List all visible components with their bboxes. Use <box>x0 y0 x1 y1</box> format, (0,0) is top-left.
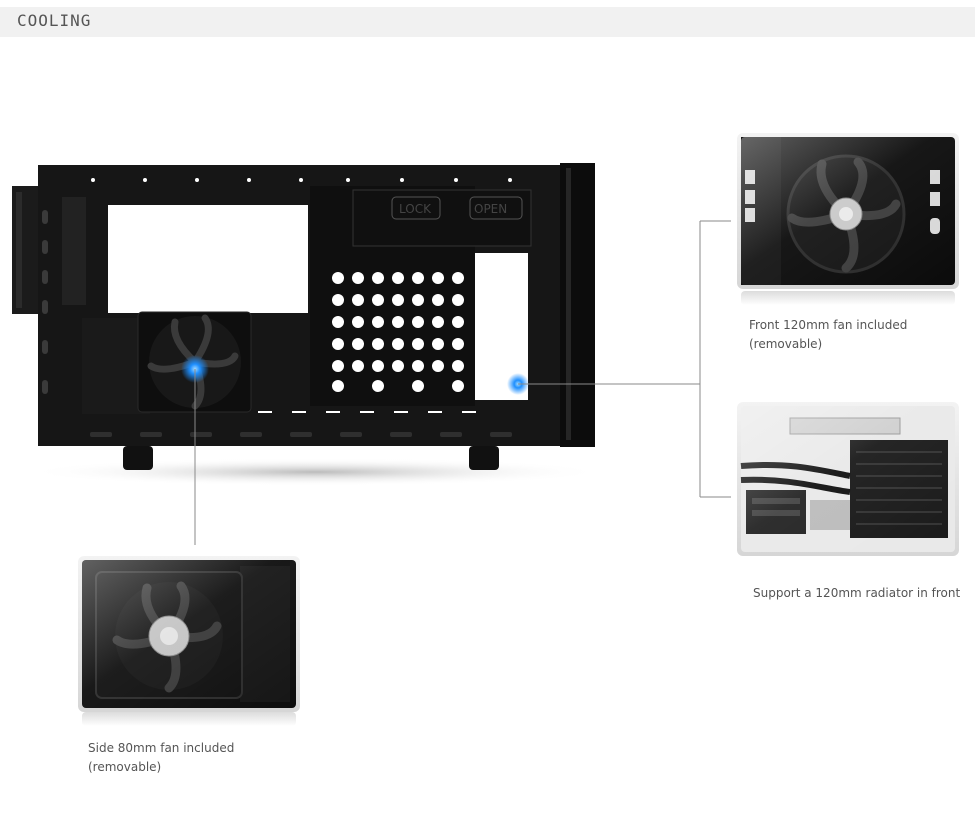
front-fan-caption-line1: Front 120mm fan included <box>749 318 908 332</box>
radiator-thumbnail <box>737 402 959 556</box>
chassis-image: LOCK OPEN <box>12 163 605 486</box>
svg-text:LOCK: LOCK <box>399 202 432 216</box>
side-fan-caption-line2: (removable) <box>88 760 162 774</box>
section-header: COOLING <box>0 7 975 37</box>
side-fan-thumbnail <box>78 556 300 726</box>
radiator-caption: Support a 120mm radiator in front <box>753 584 960 603</box>
front-fan-thumbnail <box>737 133 959 305</box>
callout-lines <box>194 220 731 545</box>
radiator-caption-line1: Support a 120mm radiator in front <box>753 586 961 600</box>
side-fan-caption: Side 80mm fan included (removable) <box>88 739 234 777</box>
section-title: COOLING <box>17 11 92 30</box>
side-fan-caption-line1: Side 80mm fan included <box>88 741 235 755</box>
front-fan-caption-line2: (removable) <box>749 337 823 351</box>
front-fan-caption: Front 120mm fan included (removable) <box>749 316 907 354</box>
svg-text:OPEN: OPEN <box>474 202 507 216</box>
